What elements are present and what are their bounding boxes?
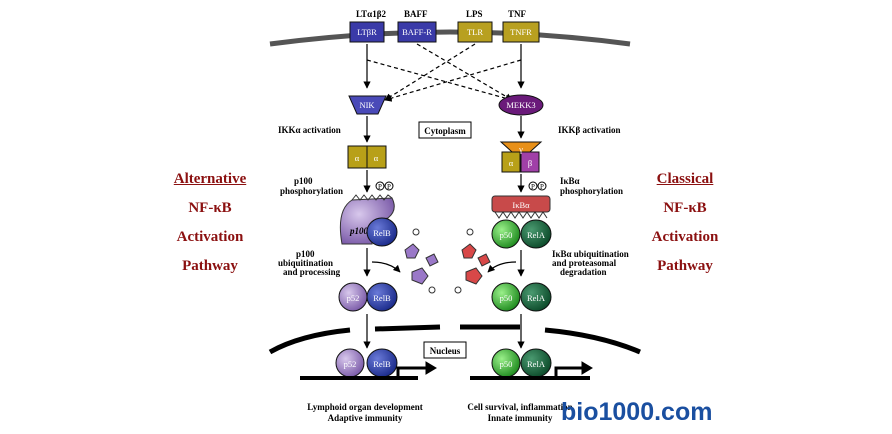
nucleus-label: Nucleus (423, 341, 467, 359)
nik-kinase: NIK (348, 95, 387, 115)
ikba-ubi-label-1: IκBα ubiquitination (552, 249, 629, 259)
p50-rela-dimer: p50 RelA (491, 282, 552, 312)
svg-text:RelB: RelB (373, 293, 391, 303)
svg-text:P: P (531, 183, 535, 191)
title-line: Alternative (173, 171, 247, 187)
p100-relb-complex: p100 RelB (339, 194, 398, 247)
p100-ubi-label-3: and processing (283, 267, 341, 277)
ikka-activation-label: IKKα activation (278, 125, 341, 135)
watermark-logo: bio1000.com (561, 398, 713, 426)
alternative-pathway-title: Alternative NF-κB Activation Pathway (150, 165, 270, 281)
title-line: NF-κB (188, 200, 232, 216)
nuclear-p52-relb: p52 RelB (335, 348, 398, 378)
svg-text:LTβR: LTβR (357, 27, 377, 37)
cell-membrane (269, 29, 631, 47)
svg-text:IκBα: IκBα (512, 200, 530, 210)
svg-text:α: α (355, 153, 360, 163)
svg-text:α: α (509, 158, 514, 168)
ligand-lt: LTα1β2 (356, 9, 386, 19)
p100-phos-label-1: p100 (294, 176, 313, 186)
ikba-phos-label-1: IκBα (560, 176, 580, 186)
svg-text:MEKK3: MEKK3 (506, 100, 535, 110)
cytoplasm-label: Cytoplasm (418, 121, 472, 139)
svg-text:P: P (378, 183, 382, 191)
p100-phos-label-2: phosphorylation (280, 186, 343, 196)
title-line: Pathway (657, 258, 713, 274)
receptor-baffr: BAFF-R (397, 21, 437, 43)
ligand-tnf: TNF (508, 9, 527, 19)
p52-relb-dimer: p52 RelB (338, 282, 398, 312)
phospho-groups: P P P P (375, 181, 547, 191)
p100-ubi-label-1: p100 (296, 249, 315, 259)
ligand-lps: LPS (466, 9, 483, 19)
title-line: NF-κB (663, 200, 707, 216)
svg-text:α: α (374, 153, 379, 163)
svg-text:RelB: RelB (373, 359, 391, 369)
dna-right (470, 361, 593, 380)
signal-arrows (363, 43, 525, 102)
ikba-p50-rela-complex: IκBα p50 RelA (491, 195, 552, 249)
outcome-left-2: Adaptive immunity (328, 413, 403, 423)
dna-left (300, 361, 437, 380)
ikka-dimer: α α (347, 145, 387, 169)
svg-text:P: P (540, 183, 544, 191)
svg-text:BAFF-R: BAFF-R (402, 27, 432, 37)
svg-text:NIK: NIK (359, 100, 375, 110)
nuclear-p50-rela: p50 RelA (491, 348, 552, 378)
svg-text:TLR: TLR (467, 27, 483, 37)
svg-text:p50: p50 (500, 293, 513, 303)
ikk-complex: γ α β (499, 141, 543, 173)
svg-text:p52: p52 (344, 359, 357, 369)
svg-text:p50: p50 (500, 359, 513, 369)
svg-text:Cytoplasm: Cytoplasm (424, 126, 466, 136)
title-line: Activation (176, 229, 244, 245)
svg-text:p52: p52 (347, 293, 360, 303)
svg-text:RelB: RelB (373, 228, 391, 238)
title-line: Pathway (182, 258, 238, 274)
mekk3-kinase: MEKK3 (498, 94, 544, 116)
title-line: Classical (656, 171, 714, 187)
svg-text:TNFR: TNFR (510, 27, 532, 37)
svg-text:RelA: RelA (527, 359, 546, 369)
ikba-ubi-label-3: degradation (560, 267, 607, 277)
svg-text:p100: p100 (349, 226, 369, 236)
svg-text:β: β (528, 158, 532, 168)
outcome-right-1: Cell survival, inflammation (467, 402, 572, 412)
svg-text:P: P (387, 183, 391, 191)
nuclear-membrane (268, 324, 641, 355)
receptor-ltbr: LTβR (349, 21, 385, 43)
outcome-left-1: Lymphoid organ development (307, 402, 423, 412)
classical-pathway-title: Classical NF-κB Activation Pathway (625, 165, 745, 281)
svg-text:Nucleus: Nucleus (430, 346, 461, 356)
title-line: Activation (651, 229, 719, 245)
kinase-arrows (363, 116, 525, 143)
p100-ubi-label-2: ubiquitination (278, 258, 333, 268)
p100-fragments (404, 228, 439, 294)
ikkb-activation-label: IKKβ activation (558, 125, 621, 135)
svg-text:RelA: RelA (527, 293, 546, 303)
svg-text:RelA: RelA (527, 230, 546, 240)
outcome-right-2: Innate immunity (488, 413, 553, 423)
receptor-tnfr: TNFR (502, 21, 540, 43)
ikba-ubi-label-2: and proteasomal (552, 258, 617, 268)
ligand-baff: BAFF (404, 9, 428, 19)
svg-text:γ: γ (518, 144, 523, 154)
ikba-fragments (454, 228, 491, 294)
ikba-phos-label-2: phosphorylation (560, 186, 623, 196)
svg-text:p50: p50 (500, 230, 513, 240)
receptor-tlr: TLR (457, 21, 493, 43)
